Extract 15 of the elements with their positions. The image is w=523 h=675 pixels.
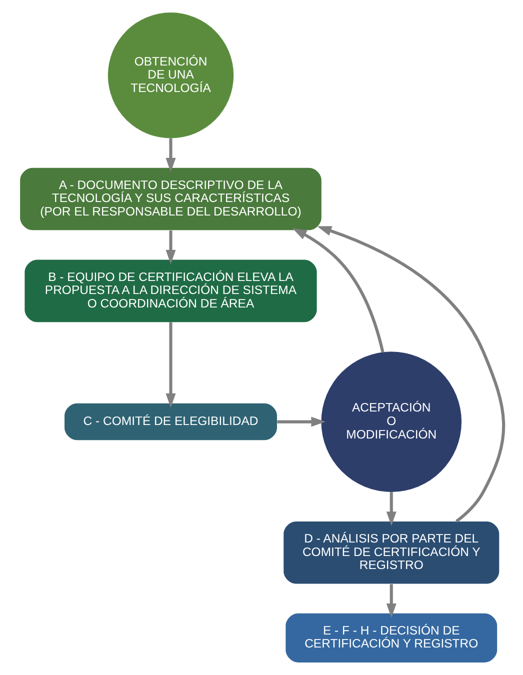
arrow xyxy=(165,138,176,172)
node-circle: OBTENCIÓN DE UNA TECNOLOGÍA xyxy=(107,12,234,138)
arrow xyxy=(386,584,396,618)
node-box: A - DOCUMENTO DESCRIPTIVO DE LA TECNOLOGÍA Y SUS CARACTERÍSTICAS (POR EL RESPONSABLE DEL DESARROLLO) xyxy=(20,168,321,230)
node-box: E - F - H - DECISIÓN DE CERTIFICACIÓN Y REGISTRO xyxy=(285,613,497,662)
arrow xyxy=(316,226,505,523)
node-box: C - COMITÉ DE ELEGIBILIDAD xyxy=(64,403,276,440)
arrow xyxy=(165,230,176,264)
node-circle: ACEPTACIÓN O MODIFICACIÓN xyxy=(320,352,462,492)
node-box: D - ANÁLISIS POR PARTE DEL COMITÉ DE CERTIFICACIÓN Y REGISTRO xyxy=(283,521,499,584)
arrow xyxy=(165,322,176,408)
arrow xyxy=(276,416,326,427)
arrow xyxy=(386,492,396,526)
node-box: B - EQUIPO DE CERTIFICACIÓN ELEVA LA PROPUESTA A LA DIRECCIÓN DE SISTEMA O COORDINACIÓN DE ÁREA xyxy=(24,260,316,322)
arrow xyxy=(292,228,384,352)
